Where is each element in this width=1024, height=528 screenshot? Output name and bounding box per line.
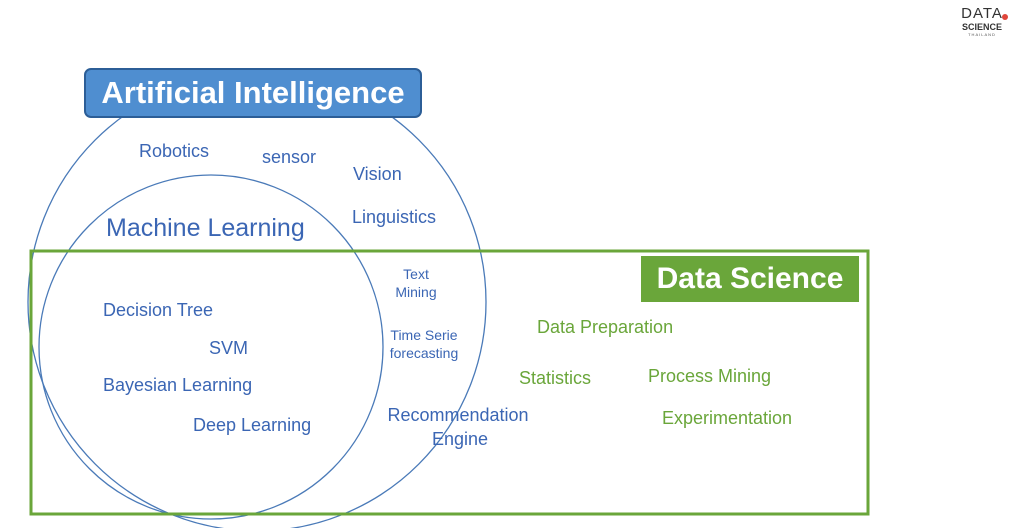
ml-item-decision-tree: Decision Tree	[103, 300, 214, 320]
ai-item-sensor: sensor	[262, 147, 317, 167]
data-science-title: Data Science	[641, 256, 859, 302]
ai-item-linguistics: Linguistics	[352, 207, 437, 227]
logo-line-data: DATA	[961, 5, 1003, 22]
time-series-line-1: Time Serie	[390, 327, 458, 343]
data-science-thailand-logo: DATA SCIENCE THAILAND	[952, 6, 1012, 46]
data-science-box	[29, 249, 870, 516]
logo-red-dot	[1002, 14, 1008, 20]
ml-item-svm: SVM	[209, 338, 249, 358]
recommendation-line-1: Recommendation	[387, 405, 529, 425]
ml-item-deep-learning: Deep Learning	[193, 415, 312, 435]
ai-item-robotics: Robotics	[139, 141, 210, 161]
ml-title: Machine Learning	[106, 214, 305, 242]
ai-title: Artificial Intelligence	[84, 68, 422, 118]
ds-item-experimentation: Experimentation	[662, 408, 793, 428]
time-series-line-2: forecasting	[389, 345, 459, 361]
ds-item-data-preparation: Data Preparation	[537, 317, 674, 337]
ai-item-vision: Vision	[353, 164, 402, 184]
ds-item-process-mining: Process Mining	[648, 366, 772, 386]
ds-item-statistics: Statistics	[519, 368, 592, 388]
overlap-item-time-series: Time Serie forecasting	[380, 326, 468, 362]
logo-line-thailand: THAILAND	[968, 32, 996, 37]
overlap-item-recommendation-engine: Recommendation Engine	[370, 403, 546, 451]
text-mining-line-2: Mining	[395, 284, 437, 300]
text-mining-line-1: Text	[403, 266, 429, 282]
overlap-item-text-mining: Text Mining	[380, 265, 452, 301]
ml-item-bayesian-learning: Bayesian Learning	[103, 375, 253, 395]
recommendation-line-2: Engine	[431, 429, 489, 449]
logo-line-science: SCIENCE	[961, 22, 1002, 32]
machine-learning-circle	[38, 174, 384, 520]
